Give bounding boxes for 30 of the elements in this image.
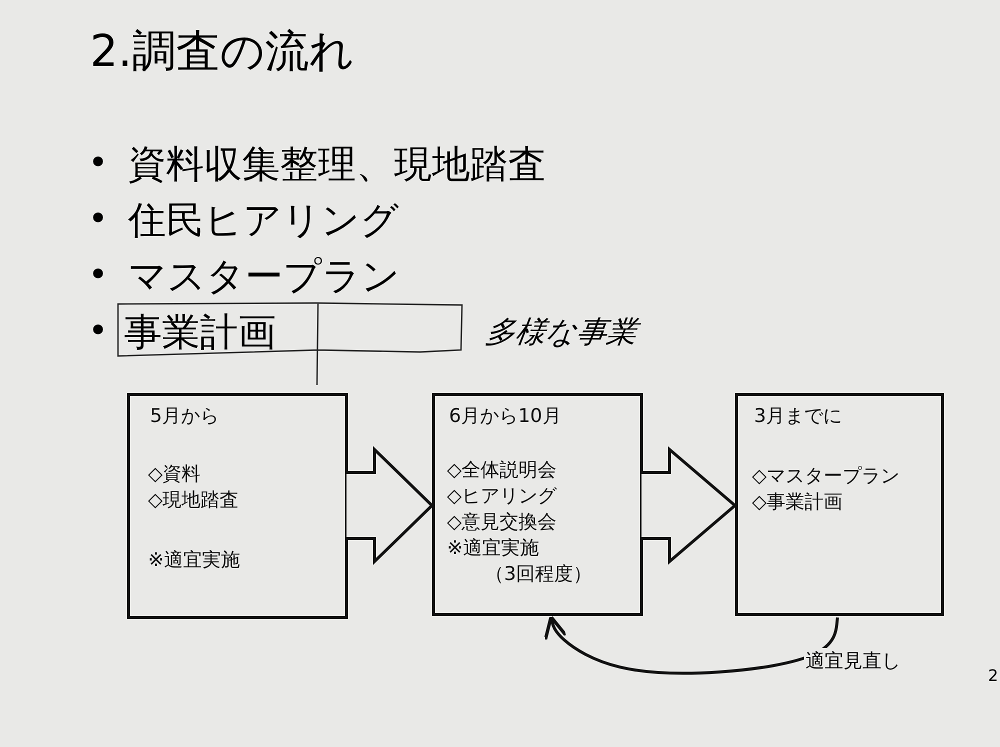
item-text: ◇事業計画 [752,490,843,514]
bullet-item: 資料収集整理、現地踏査 [128,141,546,188]
process-box [432,393,643,616]
block-arrow [640,446,738,565]
period-heading: 6月から10月 [449,404,562,428]
process-box [127,393,348,619]
item-text: ◇ヒアリング [447,484,557,508]
slide-title: 2.調査の流れ [90,25,354,79]
item-text: ◇現地踏査 [148,488,239,512]
bullet-item: 事業計画 [124,309,276,356]
curved-arrow [544,615,839,675]
bullet: • [88,254,108,297]
handwritten-note: 多様な事業 [483,314,640,352]
item-text: ※適宜実施 [148,548,240,572]
period-heading: 5月から [150,404,220,428]
bullet: • [88,310,108,353]
item-text: （3回程度） [485,562,592,586]
bullet: • [88,198,108,241]
bullet-item: 住民ヒアリング [128,197,399,244]
bullet: • [88,142,108,185]
period-heading: 3月までに [754,404,842,428]
item-text: ◇全体説明会 [447,458,557,482]
block-arrow [345,446,434,566]
bullet-item: マスタープラン [128,253,400,300]
item-text: ◇意見交換会 [447,510,557,534]
item-text: ※適宜実施 [447,536,539,560]
item-text: ◇マスタープラン [752,464,900,488]
item-text: ◇資料 [148,462,201,486]
page-number: 2 [988,665,998,687]
process-box [735,393,944,616]
